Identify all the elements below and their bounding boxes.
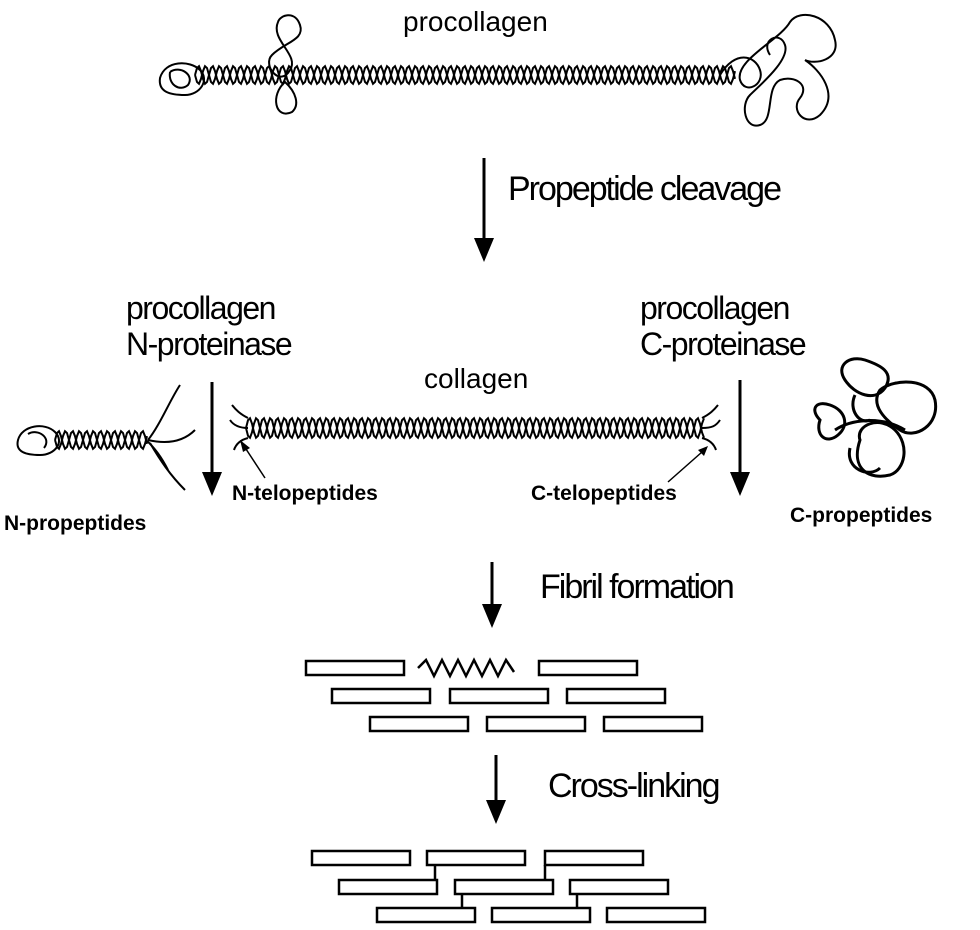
c-proteinase-label-line1: procollagen <box>640 290 790 326</box>
fibril-formation-label: Fibril formation <box>540 568 735 606</box>
fibril-bar <box>304 659 406 677</box>
n-proteinase-label: procollagen N-proteinase <box>126 290 293 362</box>
n-propeptides-label: N-propeptides <box>4 512 147 535</box>
arrow-fibril-formation <box>482 562 502 628</box>
procollagen-molecule <box>158 13 837 127</box>
fibril-bar <box>565 687 667 705</box>
procollagen-n-terminal-knot <box>158 62 205 97</box>
n-propeptide-fragment <box>16 384 196 491</box>
n-telopeptide-ends <box>229 404 249 451</box>
fibril-bar <box>368 715 470 733</box>
fibril-bar <box>568 878 670 896</box>
fibril-bar <box>543 849 645 867</box>
n-proteinase-label-line2: N-proteinase <box>126 326 293 362</box>
fibril-bar <box>310 849 412 867</box>
n-telopeptides-label: N-telopeptides <box>232 482 378 505</box>
procollagen-helix-b <box>194 64 736 86</box>
cross-linking-label: Cross-linking <box>548 767 720 805</box>
propeptide-cleavage-label: Propeptide cleavage <box>508 170 782 208</box>
procollagen-helix <box>194 64 736 86</box>
arrow-c-proteinase <box>730 380 750 496</box>
cross-linked-fibril <box>310 849 707 924</box>
c-proteinase-label: procollagen C-proteinase <box>640 290 807 362</box>
c-telopeptide-pointer <box>667 446 708 483</box>
procollagen-label: procollagen <box>403 6 548 37</box>
fibril-bar <box>605 906 707 924</box>
c-proteinase-label-line2: C-proteinase <box>640 326 807 362</box>
collagen-molecule <box>229 404 721 451</box>
collagen-label: collagen <box>424 363 529 394</box>
fibril-assembly <box>304 657 704 733</box>
fibril-bar <box>330 687 432 705</box>
arrow-propeptide-cleavage <box>474 158 494 262</box>
fibril-bar <box>602 715 704 733</box>
procollagen-n-propeptide-loops <box>268 14 302 115</box>
arrow-cross-linking <box>486 755 506 824</box>
fibril-bar <box>337 878 439 896</box>
fibril-bar <box>537 659 639 677</box>
fibril-bar <box>448 687 550 705</box>
n-telopeptide-pointer <box>240 440 266 479</box>
fibril-bar <box>453 878 555 896</box>
fibril-zigzag <box>417 657 516 679</box>
procollagen-c-propeptide-globule <box>719 13 837 127</box>
c-propeptides-label: C-propeptides <box>790 504 933 527</box>
fibril-bar <box>490 906 592 924</box>
c-propeptide-globule <box>813 357 938 478</box>
arrow-n-proteinase <box>202 382 222 496</box>
n-proteinase-label-line1: procollagen <box>126 290 276 326</box>
fibril-bar <box>375 906 477 924</box>
c-telopeptide-ends <box>701 404 721 451</box>
fibril-bar <box>485 715 587 733</box>
fibril-bar <box>425 849 527 867</box>
c-telopeptides-label: C-telopeptides <box>531 482 677 505</box>
